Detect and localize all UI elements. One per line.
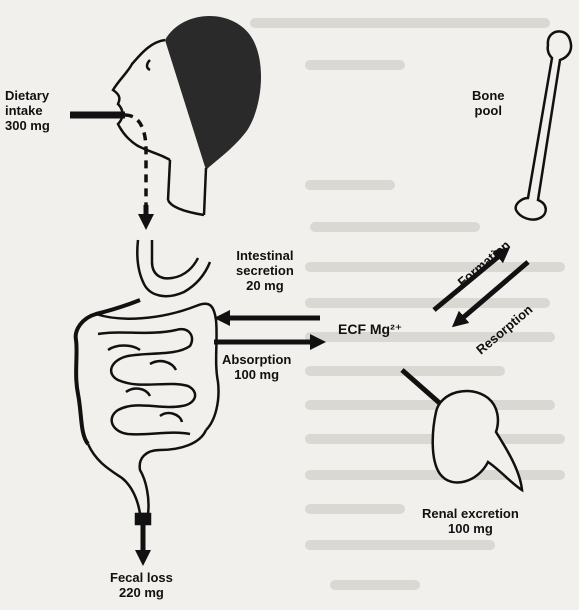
bone-pool-line1: Bone — [472, 88, 505, 103]
ecf-mg-label: ECF Mg²⁺ — [338, 322, 402, 337]
intestinal-secretion-line1: Intestinal — [236, 248, 294, 263]
dietary-intake-value: 300 mg — [5, 118, 50, 133]
bone-pool-label: Bone pool — [472, 88, 505, 118]
bone-illustration — [516, 31, 571, 219]
bone-pool-line2: pool — [472, 103, 505, 118]
fecal-loss-label: Fecal loss 220 mg — [110, 570, 173, 600]
absorption-value: 100 mg — [222, 367, 291, 382]
ingestion-arrow — [70, 115, 146, 222]
renal-excretion-label: Renal excretion 100 mg — [422, 506, 519, 536]
absorption-label: Absorption 100 mg — [222, 352, 291, 382]
absorption-line1: Absorption — [222, 352, 291, 367]
intestinal-secretion-label: Intestinal secretion 20 mg — [236, 248, 294, 293]
fecal-loss-value: 220 mg — [110, 585, 173, 600]
digestive-tract-illustration — [76, 240, 219, 524]
human-head-illustration — [113, 16, 261, 215]
renal-excretion-value: 100 mg — [422, 521, 519, 536]
intestinal-secretion-value: 20 mg — [236, 278, 294, 293]
renal-excretion-line1: Renal excretion — [422, 506, 519, 521]
kidney-illustration — [433, 391, 522, 490]
dietary-intake-label: Dietary intake 300 mg — [5, 88, 50, 133]
dietary-intake-line2: intake — [5, 103, 50, 118]
fecal-loss-line1: Fecal loss — [110, 570, 173, 585]
intestinal-secretion-line2: secretion — [236, 263, 294, 278]
dietary-intake-line1: Dietary — [5, 88, 50, 103]
